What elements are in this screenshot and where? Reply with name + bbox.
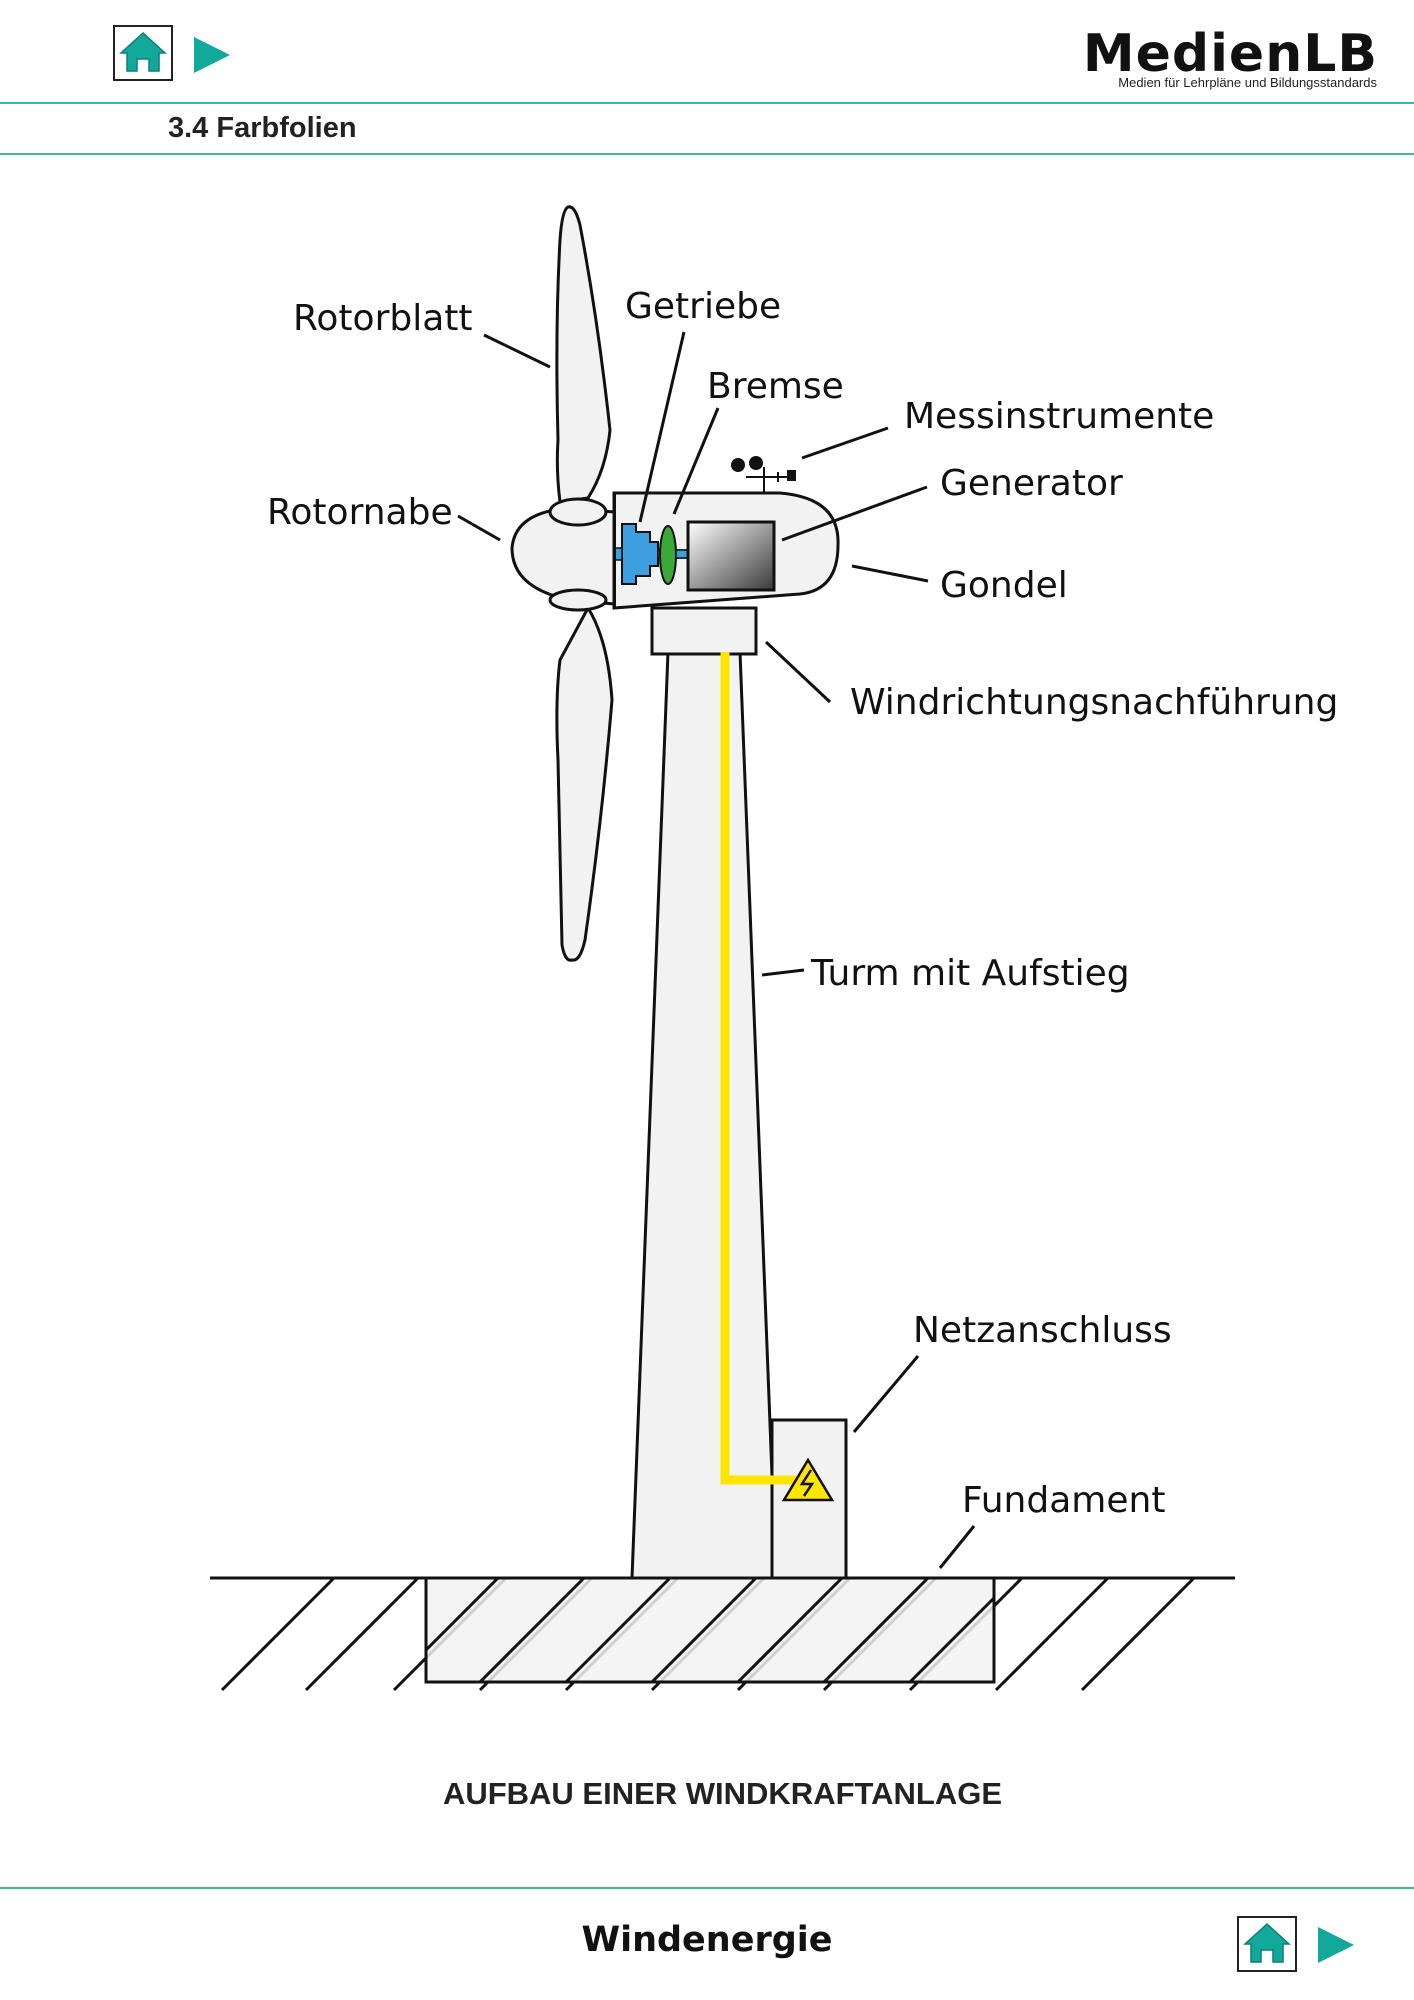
footer-next-page-button[interactable] xyxy=(1314,1923,1358,1967)
logo-title: MedienLB xyxy=(1082,24,1378,84)
label-getriebe: Getriebe xyxy=(625,286,781,327)
label-windrichtungsnachfuehrung: Windrichtungsnachführung xyxy=(850,682,1338,723)
label-turm: Turm mit Aufstieg xyxy=(810,953,1130,994)
measuring-instruments xyxy=(731,456,796,493)
logo-subtitle: Medien für Lehrpläne und Bildungsstandar… xyxy=(1118,75,1377,90)
footer-title: Windenergie xyxy=(581,1920,833,1960)
rotor-blade-bottom xyxy=(555,605,614,962)
high-voltage-icon xyxy=(781,1457,835,1502)
yaw-system xyxy=(650,606,758,656)
section-divider xyxy=(0,153,1414,155)
home-icon xyxy=(119,31,167,72)
next-page-button[interactable] xyxy=(190,33,234,77)
footer-home-button[interactable] xyxy=(1237,1916,1297,1972)
wind-turbine-diagram: Rotorblatt Getriebe Bremse Messinstrumen… xyxy=(210,205,1338,1692)
label-rotornabe: Rotornabe xyxy=(267,492,453,533)
gearbox xyxy=(611,523,689,585)
label-netzanschluss: Netzanschluss xyxy=(913,1310,1172,1351)
generator xyxy=(686,520,776,592)
foundation xyxy=(424,1576,996,1684)
leader-lines xyxy=(457,331,976,1569)
label-messinstrumente: Messinstrumente xyxy=(904,396,1214,437)
home-button[interactable] xyxy=(113,25,173,81)
play-arrow-icon xyxy=(1318,1927,1354,1963)
play-arrow-icon xyxy=(194,37,230,73)
foundation-hatching xyxy=(424,1576,996,1684)
label-bremse: Bremse xyxy=(707,366,844,407)
blade-root-bottom xyxy=(548,588,608,612)
label-generator: Generator xyxy=(940,463,1123,504)
footer-divider xyxy=(0,1887,1414,1889)
label-gondel: Gondel xyxy=(940,565,1068,606)
rotor-blade-top xyxy=(555,205,612,504)
diagram-caption: AUFBAU EINER WINDKRAFTANLAGE xyxy=(442,1776,1003,1811)
blade-root-top xyxy=(548,497,608,527)
section-title: 3.4 Farbfolien xyxy=(168,112,357,144)
brake xyxy=(659,525,677,585)
tower xyxy=(630,650,778,1580)
label-rotorblatt: Rotorblatt xyxy=(293,298,473,339)
power-cable xyxy=(720,652,804,1485)
header-divider xyxy=(0,102,1414,104)
label-fundament: Fundament xyxy=(962,1480,1165,1521)
home-icon xyxy=(1243,1922,1291,1963)
